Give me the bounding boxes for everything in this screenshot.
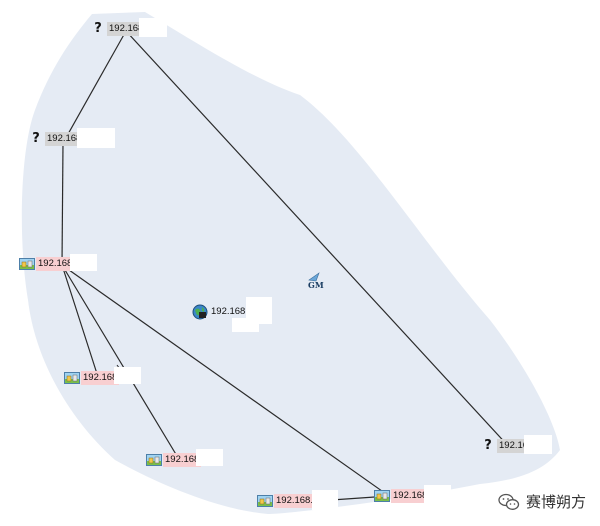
node-ip-label: 192.168.	[274, 494, 315, 508]
network-host-icon	[374, 490, 390, 502]
redaction-block	[232, 318, 259, 332]
question-mark-icon: ?	[32, 131, 40, 146]
gm-marker[interactable]: GM	[305, 271, 325, 290]
network-link	[125, 30, 511, 449]
globe-router-icon	[192, 304, 208, 320]
network-host-icon	[257, 495, 273, 507]
gm-marker-icon: GM	[308, 272, 324, 290]
network-host-icon	[64, 372, 80, 384]
question-mark-icon: ?	[94, 21, 102, 36]
node-ip-label: 192.168	[391, 489, 430, 503]
node-ip-label: 192.168	[81, 371, 120, 385]
network-link	[61, 142, 64, 266]
redaction-block	[114, 367, 141, 384]
network-link	[61, 264, 181, 462]
watermark-text: 赛博朔方	[525, 493, 586, 511]
network-link	[62, 30, 127, 144]
node-ip-label: 192.168	[36, 257, 75, 271]
redaction-block	[77, 128, 115, 148]
wechat-icon	[498, 493, 520, 510]
network-host-icon	[146, 454, 162, 466]
node-host-4[interactable]: 192.168.	[257, 493, 315, 509]
node-ip-label: 192.16	[497, 439, 531, 453]
node-ip-label: 192.168	[107, 22, 146, 36]
node-ip-label: 192.168	[163, 453, 202, 467]
node-host-5[interactable]: 192.168	[374, 488, 430, 504]
node-ip-label: 192.168.I	[211, 306, 251, 317]
node-ip-label: 192.168	[45, 132, 84, 146]
redaction-block	[139, 18, 167, 37]
node-unknown-1[interactable]: ? 192.168	[90, 21, 146, 37]
redaction-block	[196, 449, 223, 466]
link-layer	[61, 30, 511, 502]
network-host-icon	[19, 258, 35, 270]
node-router-gateway[interactable]: 192.168.I	[192, 304, 253, 320]
redaction-block	[524, 435, 552, 454]
node-unknown-2[interactable]: ? 192.168	[28, 131, 84, 147]
redaction-block	[70, 254, 97, 271]
question-mark-icon: ?	[484, 438, 492, 453]
node-host-3[interactable]: 192.168	[146, 452, 202, 468]
node-unknown-3[interactable]: ? 192.16	[480, 438, 531, 454]
redaction-block	[312, 490, 338, 510]
node-host-1[interactable]: 192.168	[19, 256, 75, 272]
network-link	[61, 264, 100, 381]
network-link	[61, 264, 390, 497]
redaction-block	[424, 485, 451, 503]
watermark: 赛博朔方	[498, 491, 586, 512]
network-segment-region	[21, 12, 561, 514]
node-host-2[interactable]: 192.168	[64, 370, 120, 386]
gm-marker-label: GM	[308, 280, 324, 289]
